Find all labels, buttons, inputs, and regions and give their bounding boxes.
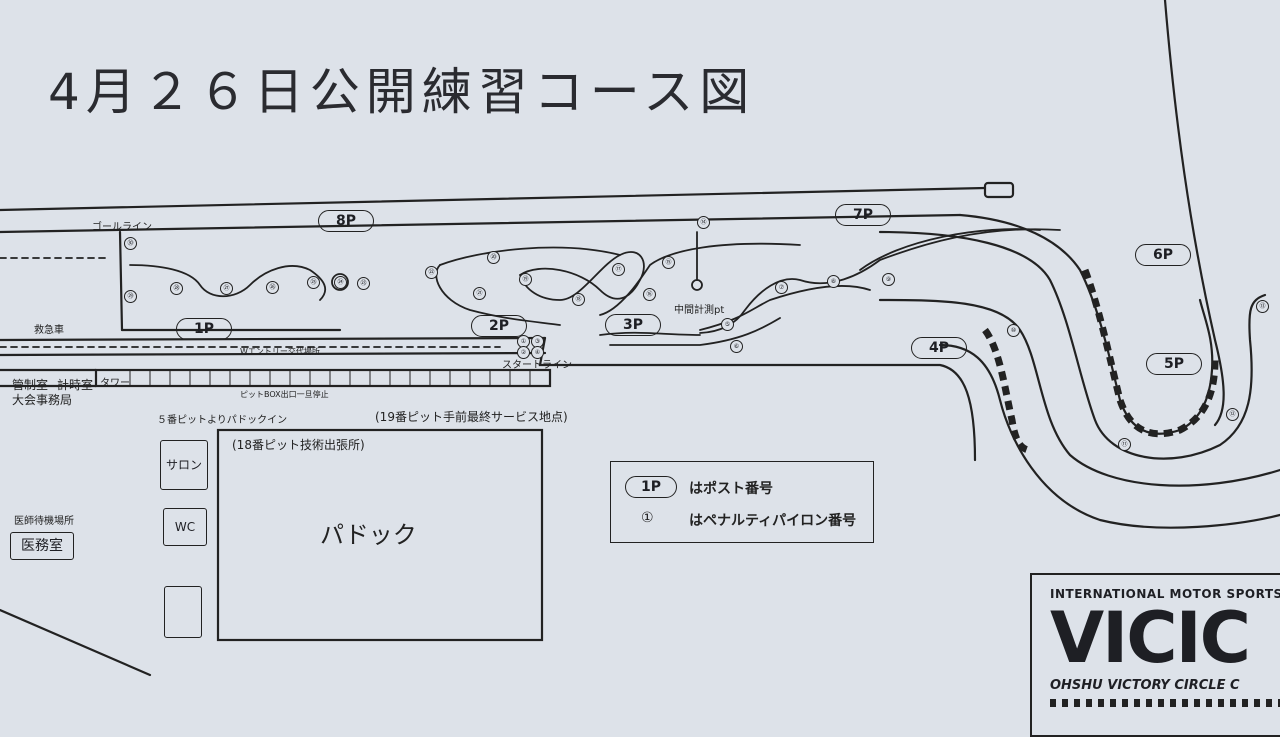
path-spin — [331, 273, 349, 291]
cone-27: ㉗ — [220, 282, 233, 295]
cone-30: ㉚ — [124, 237, 137, 250]
post-5p: 5P — [1146, 353, 1202, 375]
road-line — [0, 608, 152, 677]
small-building — [164, 586, 202, 638]
logo-wordmark: VICIC — [1050, 597, 1251, 679]
wc-label: WC — [174, 520, 196, 534]
circuit-logo: INTERNATIONAL MOTOR SPORTS C VICIC OHSHU… — [1030, 573, 1280, 737]
cone-29: ㉙ — [124, 290, 137, 303]
barrier-block — [983, 181, 1015, 199]
hairpin-inner — [878, 230, 1267, 460]
cone-12: ⑫ — [1226, 408, 1239, 421]
wc-building: WC — [163, 508, 207, 546]
post-6p: 6P — [1135, 244, 1191, 266]
path-f — [599, 242, 801, 316]
ambulance-label: 救急車 — [34, 325, 64, 336]
legend: 1P はポスト番号 ① はペナルティパイロン番号 — [610, 461, 874, 543]
cone-26: ㉖ — [266, 281, 279, 294]
cone-25: ㉕ — [307, 276, 320, 289]
track-edge-top — [0, 213, 962, 234]
legend-post-text: はポスト番号 — [689, 481, 773, 497]
outer-boundary-top — [0, 186, 987, 212]
cone-7: ⑦ — [775, 281, 788, 294]
cone-10: ⑩ — [1007, 324, 1020, 337]
post-4p: 4P — [911, 337, 967, 359]
medical-room-label: 医務室 — [21, 538, 63, 554]
cone-21: ㉑ — [473, 287, 486, 300]
cone-8: ⑧ — [827, 275, 840, 288]
logo-checker-band — [1050, 699, 1280, 707]
cone-6: ⑥ — [730, 340, 743, 353]
goal-line-label: ゴールライン — [92, 222, 152, 233]
pit-lane-line — [0, 351, 547, 357]
cone-28: ㉘ — [170, 282, 183, 295]
logo-top-text: INTERNATIONAL MOTOR SPORTS C — [1050, 587, 1280, 601]
cone-2: ② — [517, 346, 530, 359]
cone-15: ⑮ — [662, 256, 675, 269]
legend-cone-text: はペナルティパイロン番号 — [689, 513, 857, 529]
kerb-hairpin — [1081, 268, 1219, 438]
path-e — [859, 228, 1041, 271]
tower-label: タワー — [100, 378, 130, 389]
final-service-label: (19番ピット手前最終サービス地点) — [375, 410, 568, 424]
paddock-label: パドック — [320, 521, 417, 549]
office-label: 大会事務局 — [12, 393, 73, 407]
track-edge-right-outer — [1163, 0, 1225, 427]
legend-post-sample: 1P — [625, 476, 677, 498]
cone-5: ⑤ — [721, 318, 734, 331]
cone-11: ⑪ — [1118, 438, 1131, 451]
lower-track-edge-2 — [538, 336, 977, 462]
salon-label: サロン — [165, 458, 202, 472]
post-1p: 1P — [176, 318, 232, 340]
cone-4: ④ — [531, 346, 544, 359]
path-g — [439, 246, 621, 266]
cone-19: ⑲ — [519, 273, 532, 286]
paddock-building — [216, 428, 544, 642]
salon-building: サロン — [160, 440, 208, 490]
control-room-label: 管制室 — [12, 378, 49, 392]
path-d — [609, 317, 781, 346]
left-barrier — [118, 230, 124, 332]
legend-cone-sample: ① — [641, 510, 654, 526]
post-3p: 3P — [605, 314, 661, 336]
pit-box-exit-label: ピットBOX出口一旦停止 — [240, 390, 329, 399]
cone-23: ㉓ — [357, 277, 370, 290]
inner-loop — [878, 298, 1280, 487]
path-slalom — [129, 264, 327, 301]
kerb-turn4 — [982, 327, 1030, 454]
cone-24: ㉔ — [334, 276, 347, 289]
logo-bottom-text: OHSHU VICTORY CIRCLE C — [1050, 678, 1240, 693]
cone-18: ⑱ — [572, 293, 585, 306]
paddock-in-label: ５番ピットよりパドックイン — [157, 415, 288, 426]
w-entry-label: Wエントリー交代場所 — [240, 347, 320, 356]
timing-room-label: 計時室 — [57, 378, 94, 392]
mid-timing-point — [691, 279, 703, 291]
post-7p: 7P — [835, 204, 891, 226]
path-figure8 — [518, 251, 645, 301]
cone-14: ⑭ — [697, 216, 710, 229]
path-h — [435, 264, 561, 326]
path-c — [699, 228, 1061, 334]
outer-loop — [938, 343, 1280, 529]
tech-booth-label: (18番ピット技術出張所) — [232, 438, 365, 452]
lower-track-edge — [0, 336, 547, 342]
cone-17: ⑰ — [612, 263, 625, 276]
post-8p: 8P — [318, 210, 374, 232]
cone-9: ⑨ — [882, 273, 895, 286]
post-2p: 2P — [471, 315, 527, 337]
medical-room-building: 医務室 — [10, 532, 74, 560]
cone-20: ⑳ — [487, 251, 500, 264]
page-title: 4月２６日公開練習コース図 — [48, 63, 756, 121]
track-drawing — [0, 0, 1280, 677]
cone-13: ⑬ — [1256, 300, 1269, 313]
mid-timing-label: 中間計測pt — [674, 305, 725, 316]
doctor-wait-label: 医師待機場所 — [14, 516, 74, 527]
cone-16: ⑯ — [643, 288, 656, 301]
pit-building — [94, 368, 552, 388]
cone-22: ㉒ — [425, 266, 438, 279]
start-line-label: スタートライン — [502, 360, 572, 371]
